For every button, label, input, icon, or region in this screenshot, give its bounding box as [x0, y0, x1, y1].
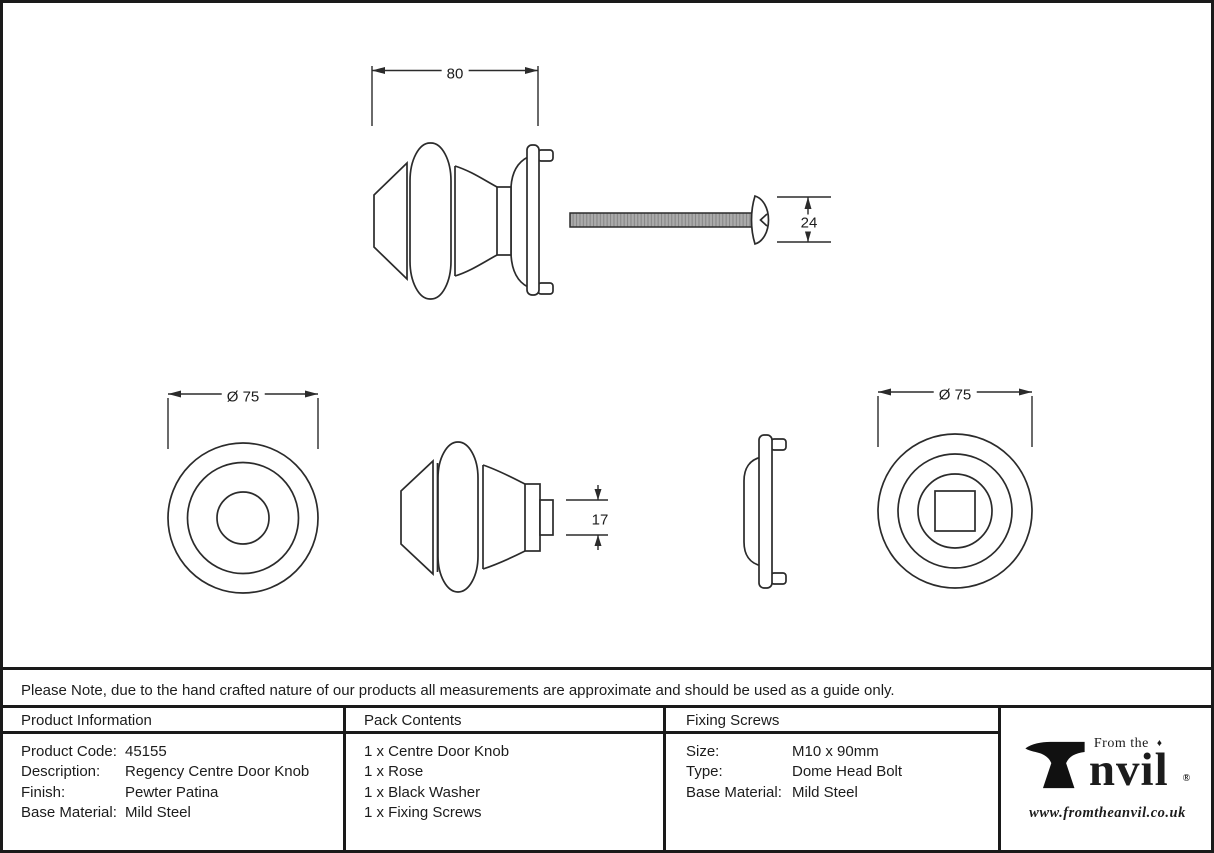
dim-rose-front-label: Ø 75 — [221, 388, 265, 406]
row-label: Size: — [686, 743, 720, 760]
rose-back-view — [877, 433, 1033, 589]
table-row: Finish: Pewter Patina — [21, 783, 309, 803]
dim-bolt-head-label: 24 — [795, 214, 823, 232]
row-value: Mild Steel — [125, 804, 191, 822]
row-label: Type: — [686, 763, 723, 781]
header-product-information: Product Information — [21, 712, 152, 729]
row-value: Mild Steel — [792, 783, 858, 801]
brand-prefix: From the ♦ — [1089, 737, 1191, 751]
dim-knob-width-label: 80 — [441, 65, 469, 83]
row-label: Description: — [21, 763, 101, 781]
row-label: Product Code: — [21, 743, 117, 760]
fixing-bolt — [569, 194, 770, 246]
rule-note-bottom — [3, 705, 1211, 708]
technical-drawing — [167, 66, 1033, 594]
header-fixing-screws: Fixing Screws — [686, 712, 780, 729]
brand-logo-main: From the ♦ nvil ® — [1024, 737, 1191, 801]
brand-name-rest: nvil — [1088, 744, 1169, 796]
pack-contents-body: 1 x Centre Door Knob 1 x Rose 1 x Black … — [364, 742, 509, 824]
row-value: M10 x 90mm — [792, 743, 879, 760]
row-label: Base Material: — [686, 783, 782, 801]
rule-note-top — [3, 667, 1211, 670]
rule-header-bottom — [3, 731, 1001, 734]
table-row: Product Code: 45155 — [21, 742, 309, 762]
dim-spindle-label: 17 — [586, 511, 614, 529]
dimension-spindle — [566, 485, 608, 550]
list-item: 1 x Black Washer — [364, 783, 481, 801]
brand-logo: From the ♦ nvil ® www.fromtheanvil.co.uk — [1004, 709, 1211, 850]
table-row: Size: M10 x 90mm — [686, 742, 902, 762]
table-row: Base Material: Mild Steel — [686, 783, 902, 803]
row-value: Dome Head Bolt — [792, 763, 903, 781]
row-label: Base Material: — [21, 804, 117, 822]
registered-mark: ® — [1182, 773, 1192, 784]
brand-logo-text: From the ♦ nvil ® — [1089, 737, 1191, 801]
table-row: Base Material: Mild Steel — [21, 803, 309, 823]
list-item: 1 x Fixing Screws — [364, 804, 482, 822]
table-row: Type: Dome Head Bolt — [686, 762, 902, 782]
knob-only-side-view — [400, 441, 554, 593]
product-information-body: Product Code: 45155 Description: Regency C… — [21, 742, 309, 824]
row-value: 45155 — [125, 743, 167, 760]
rose-profile-view — [743, 434, 787, 589]
brand-name: nvil ® — [1089, 747, 1192, 801]
rule-col1-col2 — [343, 705, 346, 850]
dim-rose-back-label: Ø 75 — [933, 386, 977, 404]
measurement-note: Please Note, due to the hand crafted nat… — [21, 682, 895, 699]
row-value: Pewter Patina — [125, 783, 219, 801]
rule-col3-logo — [998, 705, 1001, 850]
brand-url: www.fromtheanvil.co.uk — [1029, 805, 1186, 821]
anvil-icon — [1025, 741, 1085, 789]
list-item: 1 x Centre Door Knob — [364, 743, 510, 760]
brand-prefix-text: From the — [1093, 736, 1149, 751]
header-pack-contents: Pack Contents — [364, 712, 462, 729]
knob-side-view — [373, 142, 554, 300]
fixing-screws-body: Size: M10 x 90mm Type: Dome Head Bolt Base… — [686, 742, 902, 803]
rose-front-view — [167, 442, 319, 594]
row-label: Finish: — [21, 783, 66, 801]
diamond-icon: ♦ — [1156, 738, 1163, 749]
rule-col2-col3 — [663, 705, 666, 850]
list-item: 1 x Rose — [364, 763, 424, 781]
row-value: Regency Centre Door Knob — [125, 763, 310, 781]
table-row: Description: Regency Centre Door Knob — [21, 762, 309, 782]
